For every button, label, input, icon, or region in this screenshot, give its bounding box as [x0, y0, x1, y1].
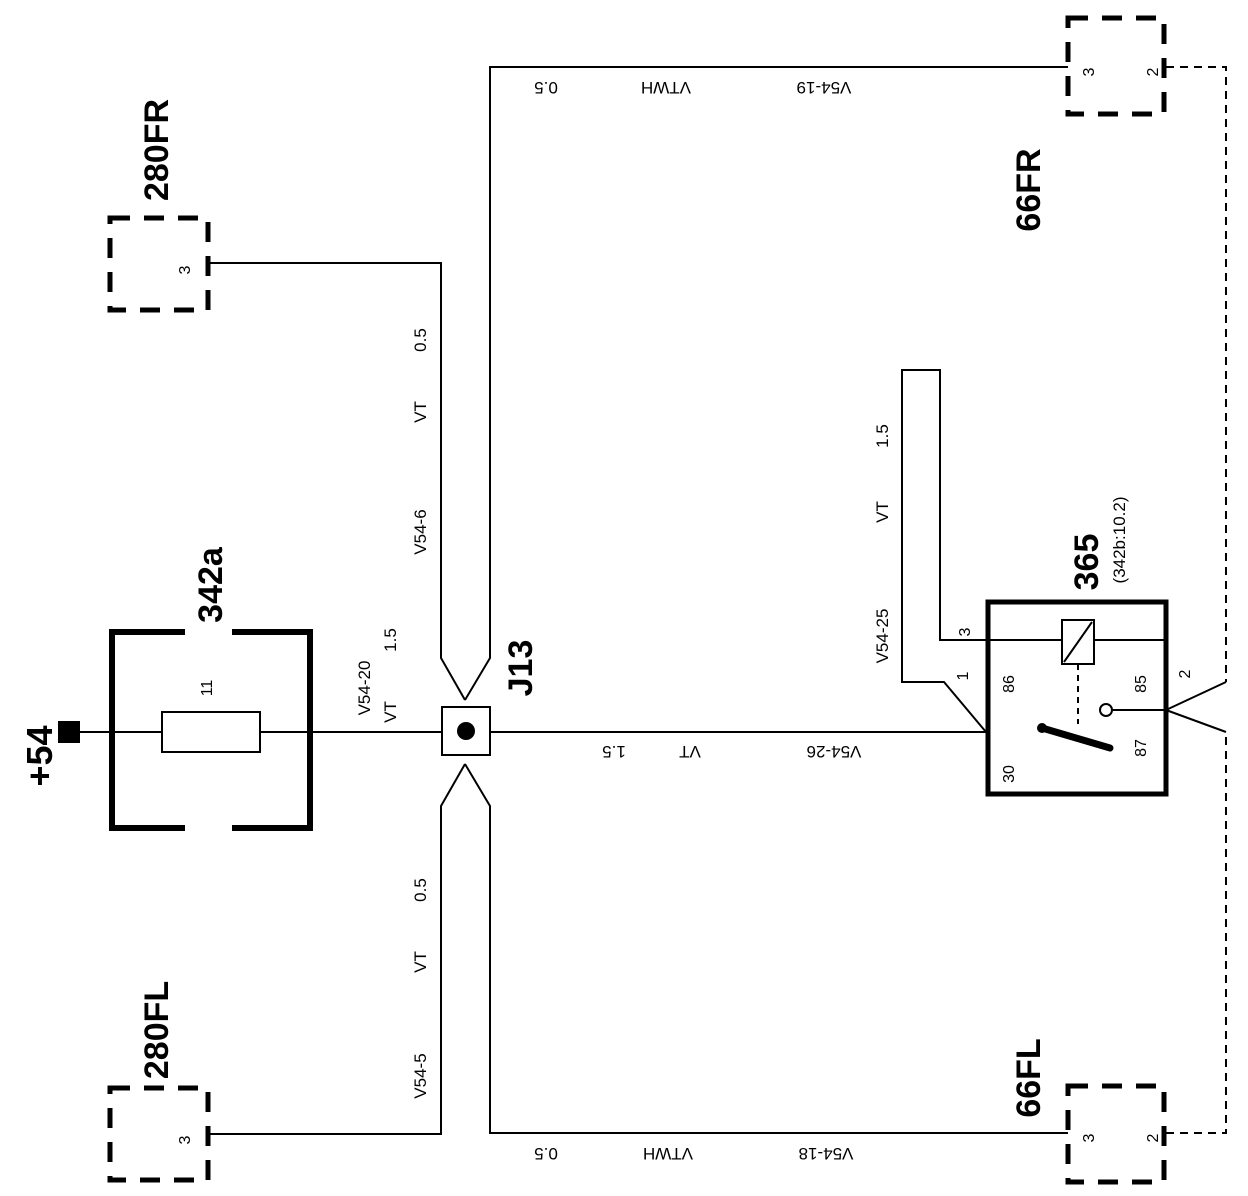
- relay-term-87: 87: [1133, 739, 1150, 757]
- connector-280fr-label: 280FR: [138, 99, 176, 201]
- connector-280fr: 3 280FR: [107, 99, 211, 313]
- relay-coil-diagonal: [1063, 621, 1093, 663]
- wire-relay-pin2-down: [1165, 709, 1227, 733]
- connector-66fr-pin-b: 2: [1145, 67, 1162, 76]
- power-terminal-icon: [58, 721, 80, 743]
- wire-v54-5-size: 0.5: [411, 878, 430, 902]
- relay-term-85: 85: [1133, 675, 1150, 693]
- wire-v54-6-size: 0.5: [411, 328, 430, 352]
- connector-280fl-box: [107, 1085, 211, 1183]
- wire-v54-26-color: VT: [679, 742, 701, 761]
- wire-v54-19: [464, 66, 1068, 701]
- connector-66fr-label: 66FR: [1010, 148, 1048, 231]
- relay-365: 86 85 30 87 3 1 2 365 (342b:10.2): [955, 497, 1194, 797]
- wire-v54-25: [901, 369, 988, 733]
- relay-switch-arm-icon: [1038, 724, 1114, 752]
- connector-66fl-box: [1065, 1083, 1167, 1185]
- wire-labels: V54-20 VT 1.5 V54-6 VT 0.5 V54-5 VT 0.5 …: [355, 78, 892, 1163]
- relay-term-30: 30: [1001, 765, 1018, 783]
- connector-280fr-box: [107, 215, 211, 313]
- wire-v54-18: [464, 763, 1068, 1134]
- relay-term-86: 86: [1001, 675, 1018, 693]
- connector-66fl-pin-b: 2: [1145, 1133, 1162, 1142]
- wire-v54-19-id: V54-19: [797, 78, 852, 97]
- wires: [70, 66, 1227, 1135]
- connector-66fl-label: 66FL: [1010, 1038, 1048, 1117]
- wire-v54-5-color: VT: [411, 951, 430, 973]
- relay-label: 365: [1068, 534, 1106, 591]
- fuse-box-frame: [109, 629, 313, 831]
- connector-66fr: 3 2 66FR: [1010, 15, 1167, 232]
- wire-66fl-pin2: [1166, 732, 1227, 1134]
- wire-v54-25-size: 1.5: [873, 424, 892, 448]
- wire-v54-20-id: V54-20: [355, 661, 374, 716]
- dashed-wires: [1166, 66, 1227, 1134]
- relay-reference: (342b:10.2): [1110, 497, 1129, 584]
- power-label: +54: [19, 725, 60, 786]
- connector-280fl-label: 280FL: [138, 981, 176, 1079]
- junction-dot-icon: [457, 722, 475, 740]
- connector-280fr-pin: 3: [177, 265, 194, 274]
- fuse-pin-label: 11: [199, 680, 216, 697]
- junction-label: J13: [502, 640, 540, 697]
- fuse-342a: 11 342a: [109, 546, 313, 831]
- junction-j13: J13: [441, 640, 540, 756]
- wire-v54-19-color: VTWH: [641, 78, 691, 97]
- fuse-element-icon: [161, 711, 261, 753]
- connector-66fl-pin-a: 3: [1081, 1133, 1098, 1142]
- wire-v54-20-color: VT: [381, 701, 400, 723]
- wire-v54-25-id: V54-25: [873, 609, 892, 664]
- wire-v54-26-size: 1.5: [602, 742, 626, 761]
- wire-v54-5: [210, 763, 466, 1135]
- wire-v54-26-id: V54-26: [807, 742, 862, 761]
- wire-v54-6: [210, 262, 466, 701]
- connector-280fl-pin: 3: [177, 1135, 194, 1144]
- connector-66fr-box: [1065, 15, 1167, 117]
- relay-pin-1: 1: [955, 671, 972, 680]
- wire-v54-5-id: V54-5: [411, 1053, 430, 1098]
- relay-pin-2: 2: [1177, 669, 1194, 678]
- relay-box: [985, 599, 1169, 797]
- wire-v54-6-color: VT: [411, 401, 430, 423]
- wire-v54-18-size: 0.5: [534, 1144, 558, 1163]
- wire-v54-25-color: VT: [873, 501, 892, 523]
- fuse-label: 342a: [192, 546, 230, 623]
- relay-contact-85-icon: [1099, 703, 1113, 717]
- connector-66fr-pin-a: 3: [1081, 67, 1098, 76]
- wire-relay-pin2-up: [1165, 681, 1227, 711]
- connector-280fl: 3 280FL: [107, 981, 211, 1183]
- connector-66fl: 3 2 66FL: [1010, 1038, 1167, 1185]
- wire-v54-20-size: 1.5: [381, 628, 400, 652]
- wire-v54-18-color: VTWH: [643, 1144, 693, 1163]
- relay-switch-pivot: [1037, 723, 1047, 733]
- wire-v54-19-size: 0.5: [534, 78, 558, 97]
- relay-pin-3: 3: [957, 627, 974, 636]
- wire-v54-18-id: V54-18: [799, 1144, 854, 1163]
- wire-v54-6-id: V54-6: [411, 509, 430, 554]
- wire-66fr-pin2: [1166, 66, 1227, 682]
